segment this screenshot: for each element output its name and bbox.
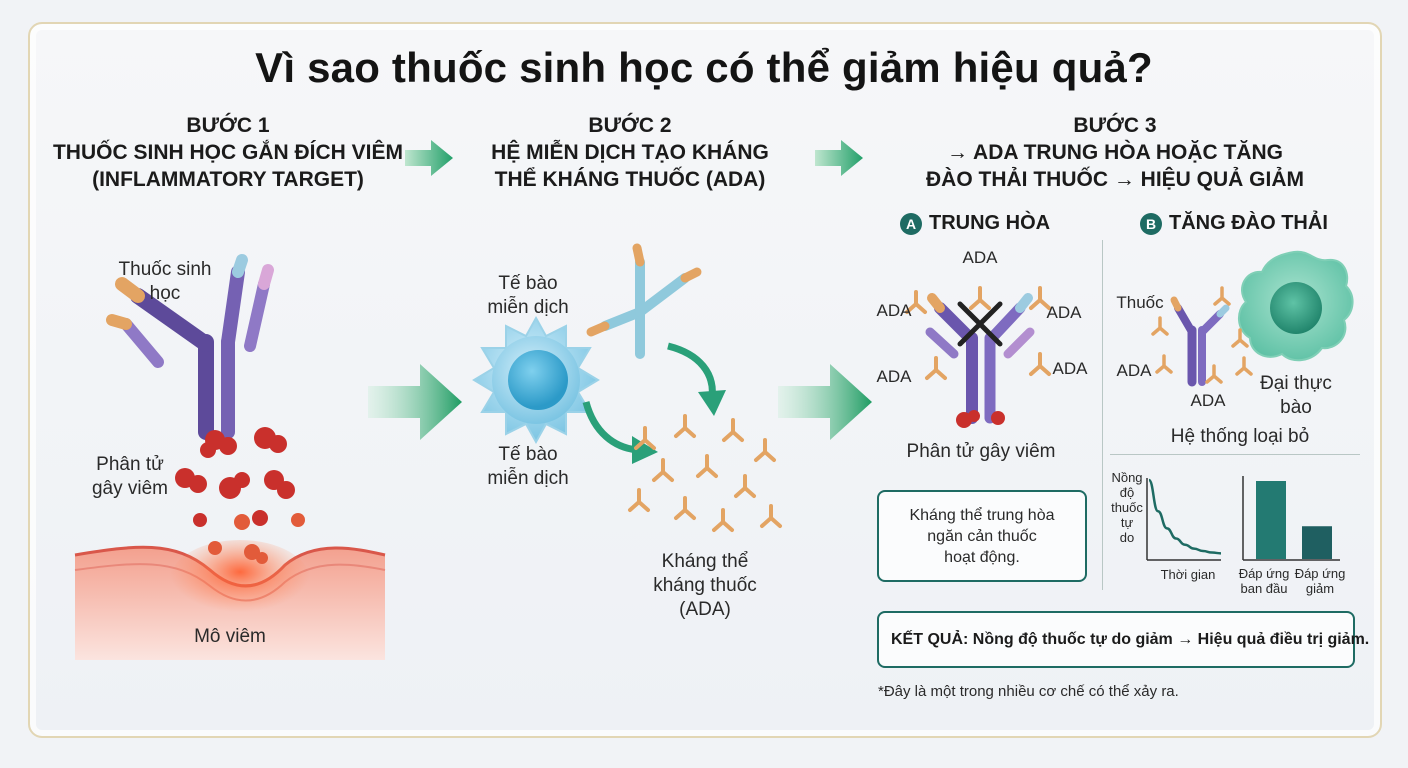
bar-category-2-line2: giảm xyxy=(1305,581,1335,596)
header-arrow-2-icon xyxy=(815,140,863,176)
free-drug-concentration-line-chart xyxy=(1146,478,1222,561)
step-2-number: BƯỚC 2 xyxy=(588,114,672,137)
inflammatory-molecules-icon xyxy=(175,427,305,564)
section-a-title: TRUNG HÒA xyxy=(929,212,1051,234)
result-label: KẾT QUẢ: xyxy=(891,630,969,648)
ada-label-line1: Kháng thể xyxy=(661,551,749,572)
step-2-line1: HỆ MIỄN DỊCH TẠO KHÁNG xyxy=(491,141,769,164)
ylabel-line-4: do xyxy=(1119,530,1135,545)
neutralize-note-line2: ngăn cản thuốc xyxy=(927,527,1037,545)
ada-label: Kháng thể kháng thuốc (ADA) xyxy=(645,550,765,622)
immune-cell-icon xyxy=(472,315,600,445)
macrophage-label-line2: bào xyxy=(1280,397,1312,418)
header-arrow-1-icon xyxy=(405,140,453,176)
line-chart-ylabel: Nồng độ thuốc tự do xyxy=(1106,470,1148,545)
curved-arrow-right-icon xyxy=(667,342,726,416)
ada-label-line3: (ADA) xyxy=(679,599,731,620)
step-1-line2: (INFLAMMATORY TARGET) xyxy=(92,168,364,191)
result-box: KẾT QUẢ: Nồng độ thuốc tự do giảm → Hiệu… xyxy=(877,611,1369,668)
molecule-label-line2: gây viêm xyxy=(91,478,169,499)
step-3-number: BƯỚC 3 xyxy=(1073,114,1157,137)
step-1-heading: BƯỚC 1 THUỐC SINH HỌC GẮN ĐÍCH VIÊM (INF… xyxy=(48,112,408,193)
page-title: Vì sao thuốc sinh học có thể giảm hiệu q… xyxy=(255,44,1153,91)
section-b-badge: B xyxy=(1140,212,1162,235)
drug-label: Thuốc sinh học xyxy=(100,258,230,306)
drug-label-line2: học xyxy=(149,283,181,304)
section-divider xyxy=(1102,240,1103,590)
immune-cell-bottom-label: Tế bào miễn dịch xyxy=(478,443,578,491)
macrophage-icon xyxy=(1238,250,1354,362)
biologic-drug-antibody-icon xyxy=(106,254,274,440)
ada-tag-b-bottom: ADA xyxy=(1190,391,1226,410)
ylabel-line-3: tự xyxy=(1120,515,1134,530)
drug-with-ada-b-icon xyxy=(1151,286,1253,387)
immune-cell-top-line2: miễn dịch xyxy=(487,297,569,318)
flow-arrow-2-icon xyxy=(778,364,872,440)
molecule-label-a: Phân tử gây viêm xyxy=(906,441,1056,462)
neutralized-antibody-icon xyxy=(925,293,1035,428)
b-separator xyxy=(1110,454,1360,455)
result-text: Nồng độ thuốc tự do giảm → Hiệu quả điều… xyxy=(972,630,1370,648)
ylabel-line-1: độ xyxy=(1119,485,1135,500)
immune-cell-top-label: Tế bào miễn dịch xyxy=(478,272,578,320)
step-1-number: BƯỚC 1 xyxy=(186,114,270,137)
molecule-label-line1: Phân tử xyxy=(96,454,164,475)
ada-tag-right-lower: ADA xyxy=(1052,359,1088,378)
ada-antibodies-cluster-icon xyxy=(628,414,782,532)
drug-label-line1: Thuốc sinh xyxy=(118,259,212,280)
ada-release-antibody-icon xyxy=(586,243,702,359)
clearance-system-label: Hệ thống loại bỏ xyxy=(1170,426,1310,447)
inflamed-tissue-icon xyxy=(74,540,386,660)
step-3-line1: → ADA TRUNG HÒA HOẶC TĂNG xyxy=(947,141,1283,164)
ylabel-line-2: thuốc xyxy=(1111,500,1143,515)
ada-tag-b-left: ADA xyxy=(1116,361,1152,380)
ada-tag-top: ADA xyxy=(962,248,998,267)
neutralize-note-line3: hoạt động. xyxy=(944,548,1020,566)
step-3-heading: BƯỚC 3 → ADA TRUNG HÒA HOẶC TĂNG ĐÀO THẢ… xyxy=(900,112,1330,193)
bar-category-2-label: Đáp ứng giảm xyxy=(1292,566,1348,596)
flow-arrow-1-icon xyxy=(368,364,462,440)
immune-cell-bottom-line1: Tế bào xyxy=(498,444,558,465)
immune-cell-top-line1: Tế bào xyxy=(498,273,558,294)
b-drug-label: Thuốc xyxy=(1116,293,1164,312)
ada-label-line2: kháng thuốc xyxy=(653,575,757,596)
response-bar-1 xyxy=(1256,481,1286,559)
ada-tag-left-lower: ADA xyxy=(876,367,912,386)
line-chart-xlabel: Thời gian xyxy=(1160,567,1216,582)
macrophage-label: Đại thực bào xyxy=(1246,372,1346,420)
section-a-badge: A xyxy=(900,212,922,235)
molecule-label: Phân tử gây viêm xyxy=(80,453,180,501)
step-1-line1: THUỐC SINH HỌC GẮN ĐÍCH VIÊM xyxy=(52,141,403,164)
ada-tag-left-upper: ADA xyxy=(876,301,912,320)
response-bar-chart xyxy=(1242,476,1340,561)
step-3-line2: ĐÀO THẢI THUỐC → HIỆU QUẢ GIẢM xyxy=(926,168,1304,191)
free-drug-line xyxy=(1147,478,1222,555)
curved-arrow-down-icon xyxy=(582,401,658,464)
section-a-heading: A TRUNG HÒA xyxy=(900,212,1050,235)
bar-category-1-line2: ban đầu xyxy=(1240,581,1288,596)
footnote: *Đây là một trong nhiều cơ chế có thể xả… xyxy=(878,683,1179,700)
neutralize-note-box: Kháng thể trung hòa ngăn cản thuốc hoạt … xyxy=(877,490,1087,582)
step-2-heading: BƯỚC 2 HỆ MIỄN DỊCH TẠO KHÁNG THỂ KHÁNG … xyxy=(470,112,790,193)
response-bar-2 xyxy=(1302,526,1332,559)
tissue-label: Mô viêm xyxy=(194,626,266,647)
bar-category-1-line1: Đáp ứng xyxy=(1238,566,1290,581)
step-2-line2: THỂ KHÁNG THUỐC (ADA) xyxy=(494,168,766,191)
bar-category-1-label: Đáp ứng ban đầu xyxy=(1236,566,1292,596)
macrophage-label-line1: Đại thực xyxy=(1260,373,1332,394)
section-b-heading: B TĂNG ĐÀO THẢI xyxy=(1140,212,1328,235)
immune-cell-bottom-line2: miễn dịch xyxy=(487,468,569,489)
ada-tag-right-upper: ADA xyxy=(1046,303,1082,322)
ada-binders-a-icon xyxy=(905,286,1051,380)
bar-category-2-line1: Đáp ứng xyxy=(1294,566,1346,581)
ylabel-line-0: Nồng xyxy=(1111,470,1143,485)
neutralize-note-line1: Kháng thể trung hòa xyxy=(909,506,1055,524)
section-b-title: TĂNG ĐÀO THẢI xyxy=(1169,212,1328,234)
